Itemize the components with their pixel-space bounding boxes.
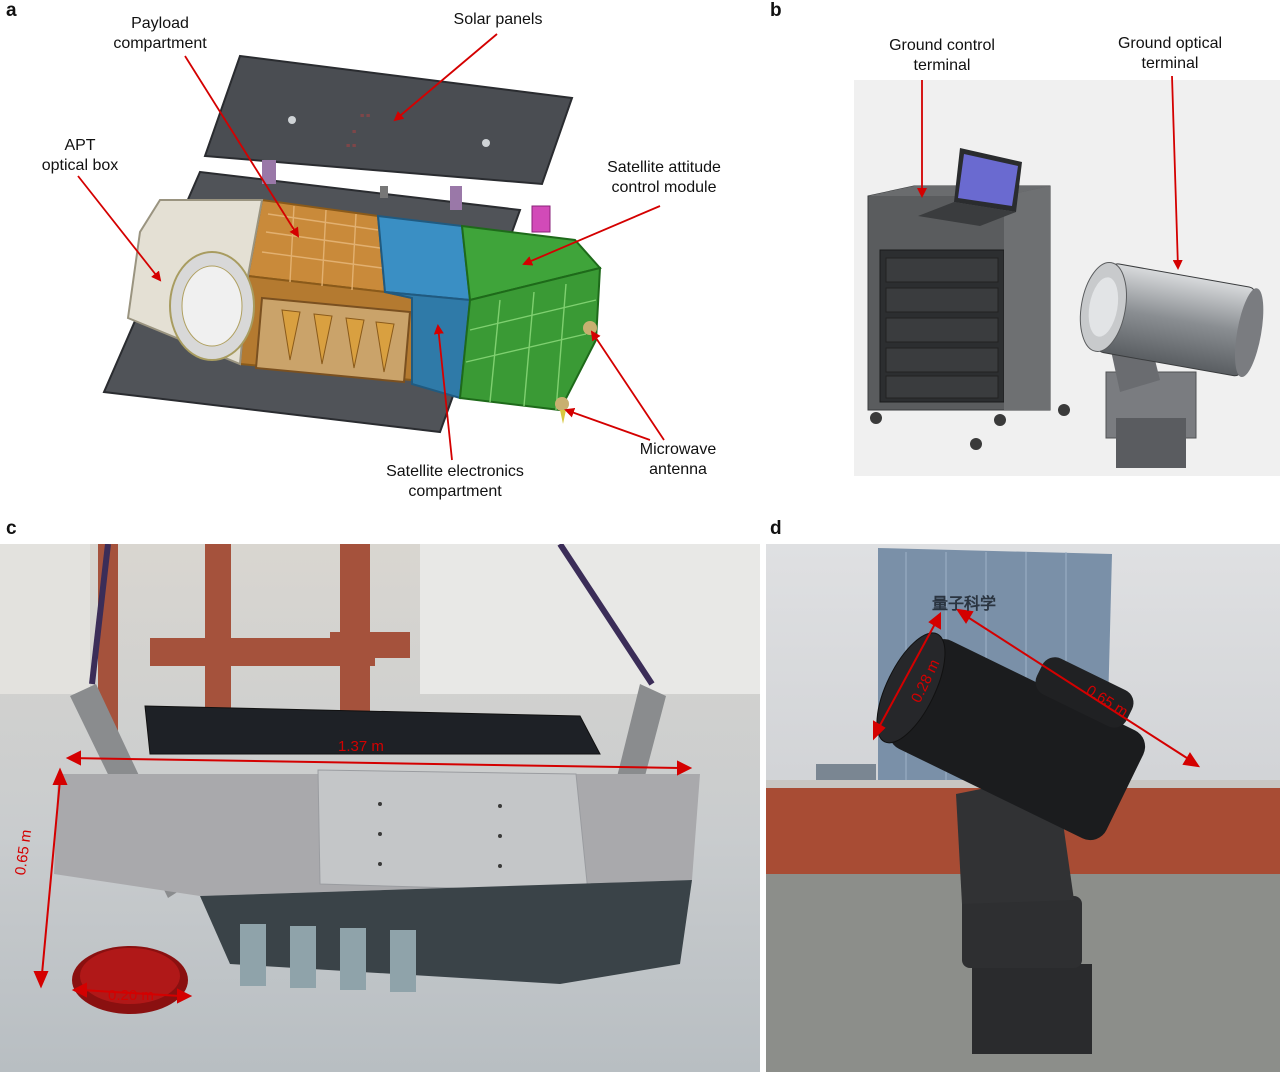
- label-ground-control-line1: Ground control: [889, 37, 995, 54]
- satellite-cad-drawing: ≡ ≡ ≡ ≡ ≡: [77, 33, 665, 461]
- label-ground-control-terminal: Ground control terminal: [872, 36, 1012, 76]
- svg-text:≡ ≡: ≡ ≡: [346, 143, 356, 150]
- label-ground-optical-line2: terminal: [1141, 55, 1199, 72]
- panel-letter-b: b: [770, 0, 782, 21]
- label-payload-line1: Payload: [131, 15, 189, 32]
- label-microwave-line2: antenna: [649, 461, 707, 478]
- label-solar-panels: Solar panels: [453, 11, 543, 28]
- label-electronics-line1: Satellite electronics: [386, 463, 524, 480]
- label-ground-optical-line1: Ground optical: [1117, 35, 1223, 52]
- panel-letter-c: c: [6, 518, 17, 539]
- label-apt-line2: optical box: [41, 157, 119, 174]
- label-attitude-line1: Satellite attitude: [607, 159, 721, 176]
- label-electronics-compartment: Satellite electronics compartment: [370, 462, 540, 502]
- svg-text:≡ ≡: ≡ ≡: [360, 113, 370, 120]
- label-microwave-line1: Microwave: [639, 441, 717, 458]
- upper-solar-panel: [203, 54, 574, 186]
- label-electronics-line2: compartment: [408, 483, 502, 500]
- measure-length-c: 1.37 m: [338, 738, 384, 755]
- building-sign: 量子科学: [932, 594, 997, 613]
- label-ground-control-line2: terminal: [913, 57, 971, 74]
- label-apt-optical-box: APT optical box: [28, 136, 132, 176]
- label-ground-optical-terminal: Ground optical terminal: [1100, 34, 1240, 74]
- svg-text:≡: ≡: [352, 129, 356, 136]
- panel-letter-d: d: [770, 518, 782, 539]
- measure-aperture-c: 0.20 m: [108, 987, 154, 1004]
- label-microwave-antenna: Microwave antenna: [620, 440, 736, 480]
- label-attitude-control: Satellite attitude control module: [592, 158, 736, 198]
- label-attitude-line2: control module: [611, 179, 717, 196]
- label-payload-compartment: Payload compartment: [100, 14, 220, 54]
- satellite-payload-photo: 1.37 m 0.65 m 0.20 m: [0, 544, 760, 1072]
- panel-letter-a: a: [6, 0, 17, 21]
- ground-station-render: [854, 75, 1280, 476]
- label-apt-line1: APT: [64, 137, 96, 154]
- label-payload-line2: compartment: [113, 35, 207, 52]
- ground-telescope-photo: 量子科学 0.28 m 0.65 m: [766, 544, 1280, 1072]
- electronics-compartment: [376, 214, 472, 302]
